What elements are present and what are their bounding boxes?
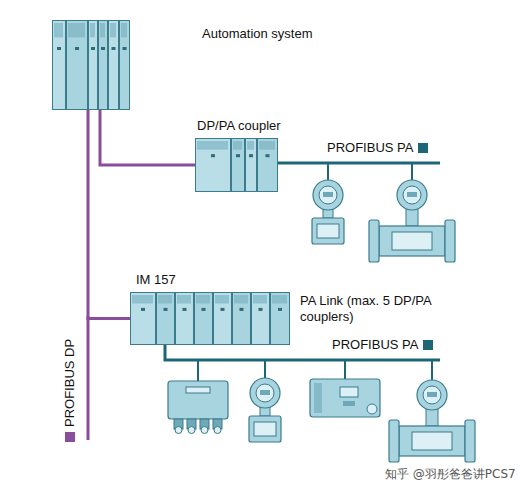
legend-item: PROFIBUS PA xyxy=(332,337,433,352)
module-rack xyxy=(195,138,278,192)
flowmeter xyxy=(369,180,455,262)
pa-link: IM 157PA Link (max. 5 DP/PA couplers) xyxy=(130,292,290,345)
device-drop-line xyxy=(344,360,346,379)
dp-pa-coupler: DP/PA coupler xyxy=(195,138,278,192)
pa-link-note: PA Link (max. 5 DP/PA couplers) xyxy=(300,293,450,325)
legend-item: PROFIBUS PA xyxy=(327,140,428,155)
device-drop-line xyxy=(327,163,329,180)
valve-positioner xyxy=(310,379,380,417)
legend-swatch xyxy=(418,143,428,153)
module-rack xyxy=(130,292,290,345)
device-heading: IM 157 xyxy=(136,272,176,288)
profibus-dp-cable xyxy=(87,316,90,440)
bus-name: PROFIBUS PA xyxy=(327,140,413,155)
device-drop-line xyxy=(197,360,199,381)
automation-system-rack: Automation system xyxy=(52,20,130,110)
pressure-transmitter xyxy=(312,180,344,244)
legend-swatch xyxy=(65,432,75,442)
watermark: 知乎 @羽彤爸爸讲PCS7 xyxy=(385,466,516,483)
device-drop-line xyxy=(264,360,266,378)
profibus-dp-cable xyxy=(100,110,195,165)
profibus-pa-cable xyxy=(278,162,440,165)
device-drop-line xyxy=(411,163,413,180)
system-heading: Automation system xyxy=(202,26,313,42)
bus-name: PROFIBUS PA xyxy=(332,337,418,352)
legend-item: PROFIBUS DP xyxy=(62,339,77,442)
module-rack xyxy=(52,20,130,110)
flowmeter xyxy=(389,380,475,462)
profibus-dp-cable xyxy=(88,110,130,319)
junction-box xyxy=(168,381,228,434)
device-heading: DP/PA coupler xyxy=(197,118,281,134)
pressure-transmitter xyxy=(249,378,281,442)
device-drop-line xyxy=(431,360,433,380)
legend-swatch xyxy=(423,340,433,350)
bus-name: PROFIBUS DP xyxy=(62,339,77,427)
